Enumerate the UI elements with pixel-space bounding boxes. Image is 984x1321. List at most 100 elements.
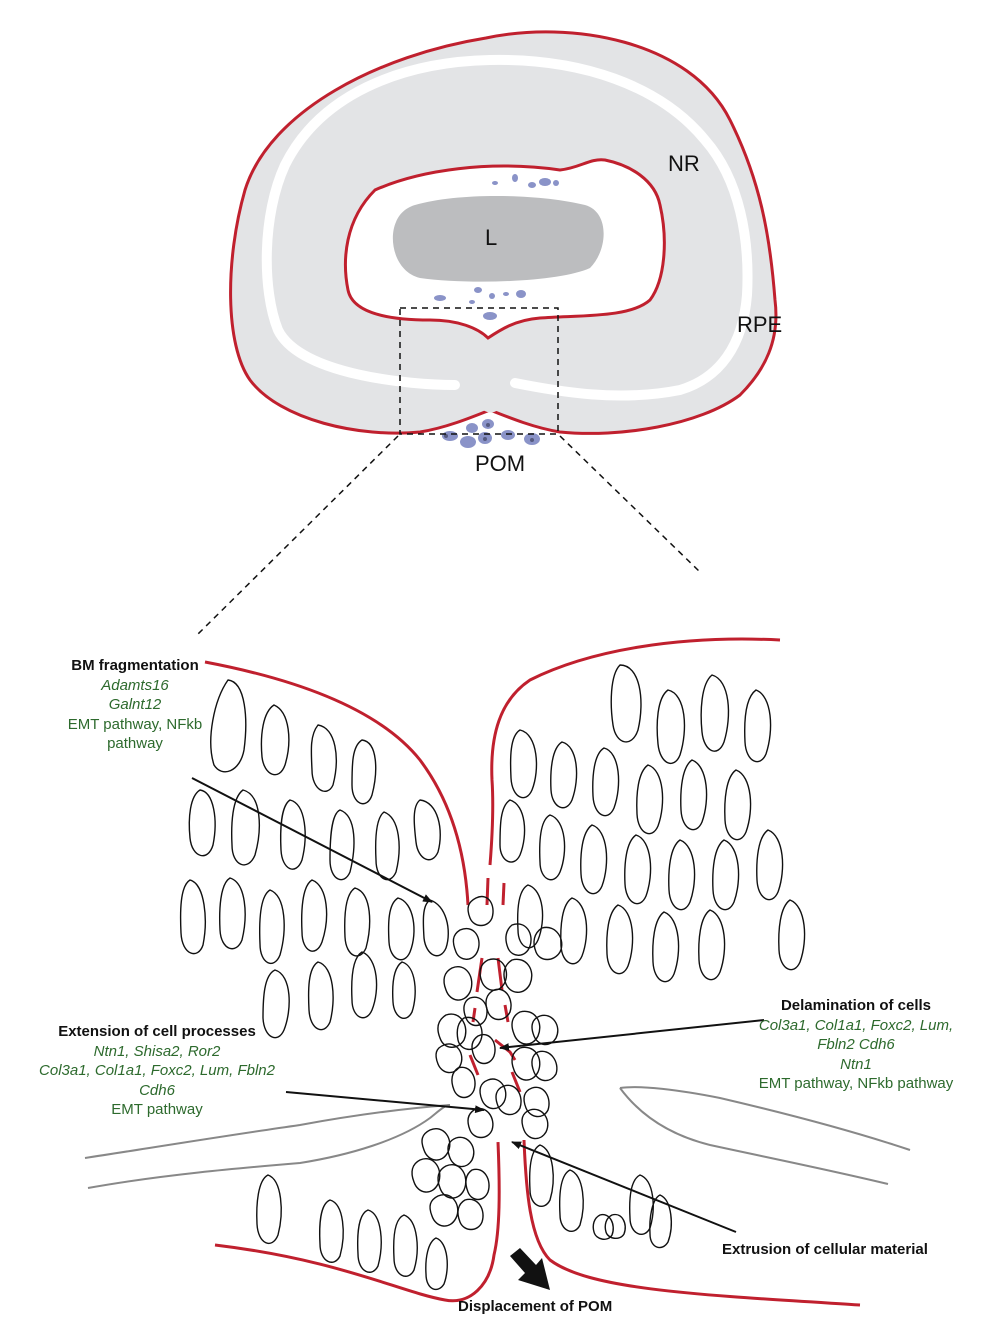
pom-cell (501, 430, 515, 440)
cell (422, 1129, 450, 1160)
cell (701, 675, 728, 751)
cell (745, 690, 771, 762)
pom-cell (474, 287, 482, 293)
gene-line: Adamts16 (40, 676, 230, 696)
periocular-boundary (620, 1088, 888, 1184)
pom-cell (460, 436, 476, 448)
cell (500, 800, 525, 862)
pom-cell (528, 182, 536, 188)
annotation-delamination: Delamination of cells Col3a1, Col1a1, Fo… (736, 996, 976, 1094)
cell (637, 765, 663, 834)
pathway-line: pathway (40, 734, 230, 754)
cell (511, 730, 537, 798)
cell (713, 840, 739, 910)
cell (522, 1109, 548, 1138)
annotation-bm-fragmentation: BM fragmentation Adamts16 Galnt12 EMT pa… (40, 656, 230, 754)
arrow-extension (286, 1092, 484, 1110)
cell (260, 890, 284, 963)
cell (524, 1087, 549, 1116)
extension-title: Extension of cell processes (6, 1022, 308, 1042)
arrow-bm-fragmentation (192, 778, 432, 902)
delamination-title: Delamination of cells (736, 996, 976, 1016)
bm-fragment (487, 878, 488, 905)
cell (345, 888, 370, 956)
cell (496, 1085, 521, 1114)
cell (653, 912, 679, 982)
cell (532, 1015, 558, 1044)
bm-left-upper (205, 662, 468, 905)
cell (611, 665, 641, 742)
cell (605, 1215, 625, 1239)
pom-cell (434, 295, 446, 301)
pathway-line: EMT pathway, NFkb pathway (736, 1074, 976, 1094)
cell (534, 927, 562, 959)
cell (625, 835, 651, 904)
cell (320, 1200, 343, 1262)
cell (540, 815, 565, 880)
bm-fragmentation-title: BM fragmentation (40, 656, 230, 676)
gene-line: Fbln2 Cdh6 (736, 1035, 976, 1055)
cell (430, 1195, 458, 1226)
basement-membrane (205, 639, 860, 1305)
pathway-line: EMT pathway (6, 1100, 308, 1120)
cell (725, 770, 751, 840)
optic-cup (231, 32, 776, 434)
cell (607, 905, 633, 974)
extrusion-title: Extrusion of cellular material (722, 1240, 928, 1260)
cell (532, 1051, 557, 1080)
pom-cell (492, 181, 498, 185)
cell (414, 800, 440, 860)
label-pom: POM (475, 450, 525, 479)
cell (581, 825, 607, 894)
gene-line: Col3a1, Col1a1, Foxc2, Lum, (736, 1016, 976, 1036)
cell (472, 1035, 495, 1064)
cell (452, 1067, 475, 1097)
cell (669, 840, 695, 910)
cell (593, 748, 619, 816)
pom-cell (516, 290, 526, 298)
lens (393, 196, 604, 282)
cell (302, 880, 327, 951)
cell (261, 705, 288, 775)
cell (352, 952, 377, 1018)
pom-cell (539, 178, 551, 186)
cell (480, 959, 506, 990)
pom-cell (553, 180, 559, 186)
bm-fragment (503, 883, 504, 905)
gene-line: Ntn1, Shisa2, Ror2 (6, 1042, 308, 1062)
gene-line: Galnt12 (40, 695, 230, 715)
gene-line: Col3a1, Col1a1, Foxc2, Lum, Fbln2 (6, 1061, 308, 1081)
displacement-title: Displacement of POM (458, 1297, 612, 1317)
pom-cell (466, 423, 478, 433)
cell (189, 790, 215, 856)
gene-line: Cdh6 (6, 1081, 308, 1101)
bm-right-lower (524, 1140, 860, 1305)
label-lens: L (485, 224, 497, 253)
cell (358, 1210, 381, 1272)
label-nr: NR (668, 150, 700, 179)
cell (681, 760, 707, 830)
cell (504, 959, 532, 992)
pom-cell (503, 292, 509, 296)
pom-cell (512, 174, 518, 182)
cell (551, 742, 577, 808)
cell (699, 910, 725, 980)
bm-fragment (473, 1008, 475, 1022)
periocular-boundary (620, 1087, 910, 1150)
pom-cell (469, 300, 475, 304)
cell (426, 1238, 447, 1289)
bm-fragment (505, 1005, 508, 1022)
cell (257, 1175, 281, 1243)
pom-nucleus (486, 423, 490, 427)
pom-cell (489, 293, 495, 299)
cell (376, 812, 399, 880)
cell (423, 900, 448, 956)
cell (448, 1137, 474, 1166)
pom-nucleus (483, 437, 487, 441)
arrow-extrusion (512, 1142, 736, 1232)
cell (468, 896, 493, 925)
cell (466, 1169, 489, 1199)
cell (468, 1109, 493, 1138)
cell (352, 740, 376, 804)
label-rpe: RPE (737, 311, 782, 340)
